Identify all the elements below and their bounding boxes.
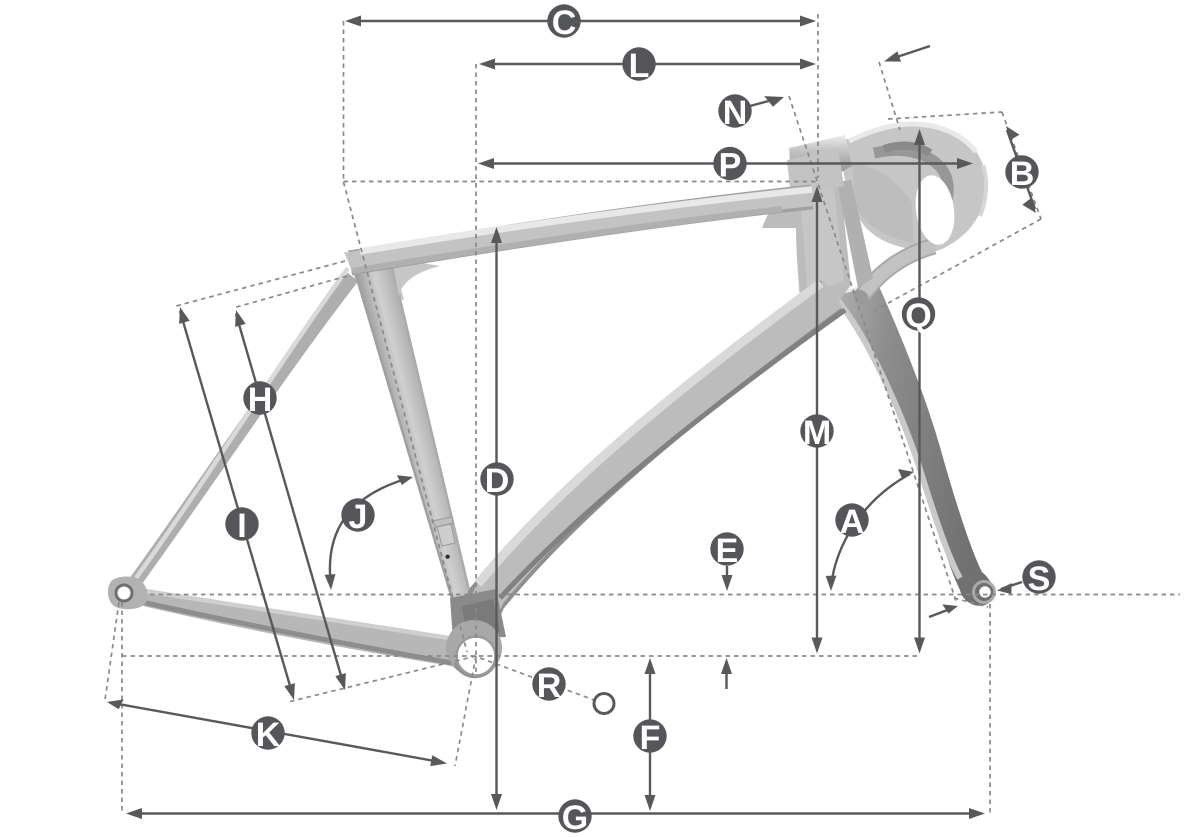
- svg-text:K: K: [256, 716, 281, 754]
- svg-text:I: I: [237, 507, 246, 545]
- svg-text:S: S: [1028, 560, 1051, 598]
- svg-text:N: N: [723, 94, 748, 132]
- svg-text:J: J: [349, 498, 368, 536]
- svg-text:E: E: [716, 532, 739, 570]
- svg-text:D: D: [485, 462, 510, 500]
- svg-text:L: L: [629, 47, 650, 85]
- svg-text:R: R: [537, 667, 562, 705]
- svg-text:P: P: [719, 147, 742, 185]
- svg-text:B: B: [1010, 155, 1035, 193]
- svg-text:C: C: [552, 4, 577, 42]
- svg-text:M: M: [803, 414, 831, 452]
- svg-text:G: G: [562, 799, 588, 837]
- svg-text:A: A: [840, 503, 865, 541]
- svg-text:H: H: [248, 381, 273, 419]
- svg-text:Q: Q: [905, 297, 931, 335]
- svg-text:F: F: [640, 719, 661, 757]
